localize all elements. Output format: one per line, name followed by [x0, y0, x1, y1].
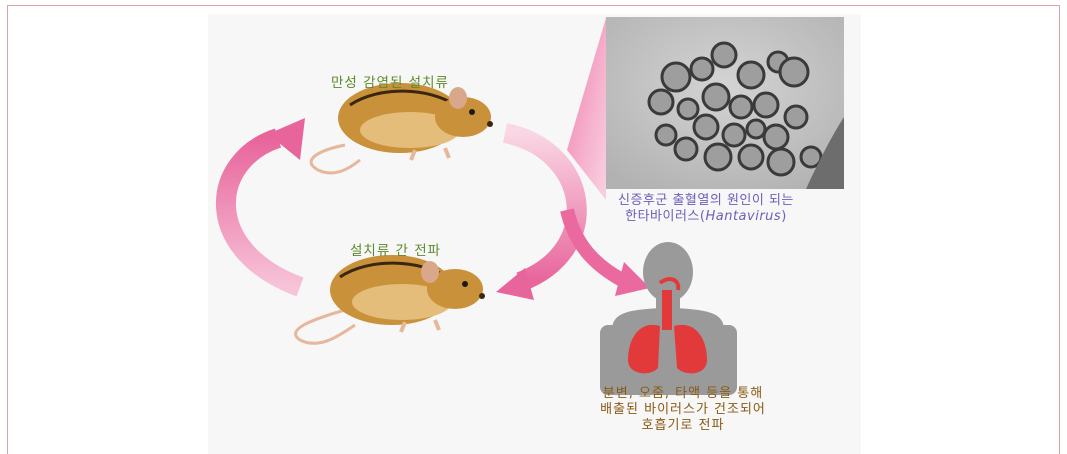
human-lungs-illustration [600, 242, 737, 395]
rodent-top [311, 83, 493, 173]
rodent-spread-label: 설치류 간 전파 [350, 239, 441, 259]
cycle-arrow-left [226, 138, 300, 287]
virus-caption: 신증후군 출혈열의 원인이 되는 한타바이러스(Hantavirus) [618, 193, 794, 225]
human-caption-line2: 배출된 바이러스가 건조되어 [583, 402, 783, 418]
virus-caption-prefix: 한타바이러스( [625, 209, 705, 224]
rodent-bottom [296, 255, 485, 343]
chronic-rodent-label: 만성 감염된 설치류 [331, 71, 449, 91]
virus-micrograph [606, 17, 844, 189]
human-caption-line1: 분변, 오줌, 타액 등을 통해 [583, 386, 783, 402]
cycle-arrow-right [505, 133, 577, 282]
branch-arrow [567, 210, 622, 280]
virus-caption-line1: 신증후군 출혈열의 원인이 되는 [618, 193, 794, 209]
virus-caption-italic: Hantavirus [705, 209, 781, 224]
virus-caption-suffix: ) [781, 209, 787, 224]
virus-caption-line2: 한타바이러스(Hantavirus) [618, 209, 794, 225]
human-caption: 분변, 오줌, 타액 등을 통해 배출된 바이러스가 건조되어 호흡기로 전파 [583, 386, 783, 434]
human-caption-line3: 호흡기로 전파 [583, 418, 783, 434]
